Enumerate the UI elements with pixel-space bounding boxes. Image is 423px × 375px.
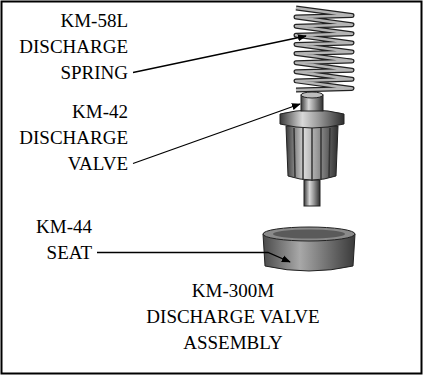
leader-arrow [133,36,306,73]
leader-lines [97,36,306,262]
part-name: KM-44 SEAT [36,216,92,263]
spring-coil-outline [296,8,352,90]
valve-seat [263,227,355,271]
part-name: KM-42 DISCHARGE VALVE [19,101,128,174]
part-label: KM-42 DISCHARGE VALVE [4,99,128,177]
part-name: KM-58L DISCHARGE SPRING [19,10,128,83]
part-label: KM-58L DISCHARGE SPRING [4,8,128,86]
assembly-caption: KM-300M DISCHARGE VALVE ASSEMBLY [140,278,326,356]
spring-coil [296,8,352,90]
caption-text: KM-300M DISCHARGE VALVE ASSEMBLY [146,280,319,353]
part-label: KM-44 SEAT [16,214,92,266]
discharge-spring [296,8,352,90]
leader-arrow [97,253,290,263]
discharge-valve [280,92,344,206]
leader-arrow [133,104,300,164]
